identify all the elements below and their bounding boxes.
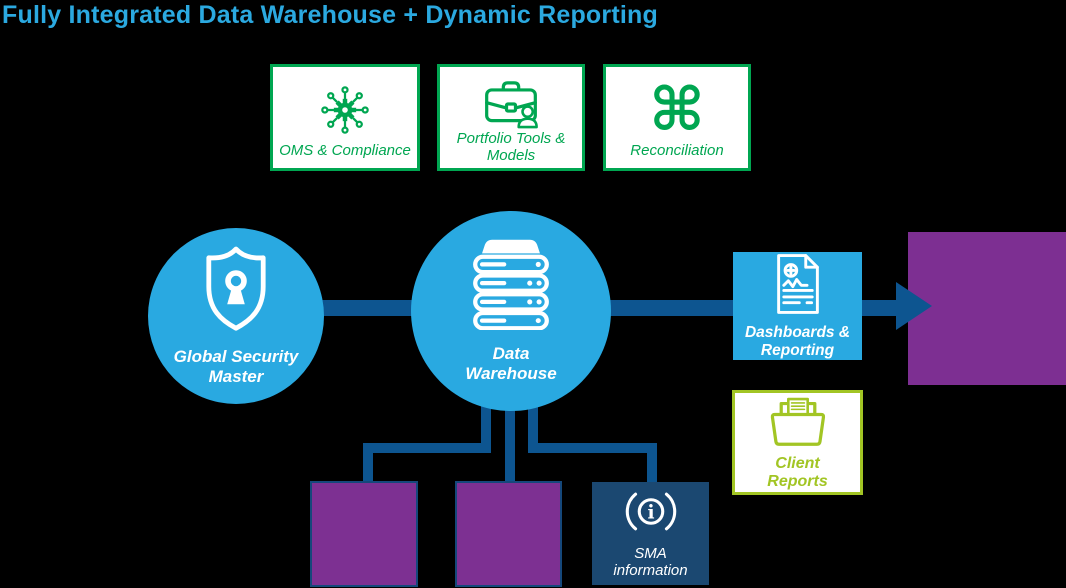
report-document-icon [772,253,824,320]
output-box-client-reports: Client Reports [732,390,863,495]
connector-line [363,453,373,483]
placeholder-box-bottom-middle [455,481,562,587]
command-icon: ⌘ [649,77,705,143]
output-label: Dashboards & Reporting [745,324,850,360]
output-label: SMA information [613,545,687,580]
connector-line [505,400,515,483]
page-title: Fully Integrated Data Warehouse + Dynami… [2,1,658,30]
circuit-gear-icon [317,77,373,143]
node-global-security-master: Global Security Master [148,228,324,404]
placeholder-box-bottom-left [310,481,418,587]
flow-arrow-head [896,282,932,330]
server-stack-icon [468,238,554,335]
module-label: Portfolio Tools & Models [457,131,566,164]
module-label: Reconciliation [630,143,723,160]
node-label: Global Security Master [174,347,299,386]
module-label: OMS & Compliance [279,143,411,160]
module-box-portfolio-tools: Portfolio Tools & Models [437,64,585,171]
module-box-reconciliation: ⌘ Reconciliation [603,64,751,171]
shield-keyhole-icon [200,245,272,338]
module-box-oms-compliance: OMS & Compliance [270,64,420,171]
connector-line [528,443,657,453]
connector-line [647,453,657,484]
folder-reports-icon [767,395,829,452]
node-label: Data Warehouse [465,344,556,383]
info-broadcast-icon: i [617,488,685,540]
node-data-warehouse: Data Warehouse [411,211,611,411]
output-box-dashboards-reporting: Dashboards & Reporting [733,252,862,360]
briefcase-user-icon [479,77,543,131]
output-box-sma-information: i SMA information [592,482,709,585]
connector-line [363,443,491,453]
svg-text:i: i [647,502,654,523]
output-label: Client Reports [767,455,827,490]
